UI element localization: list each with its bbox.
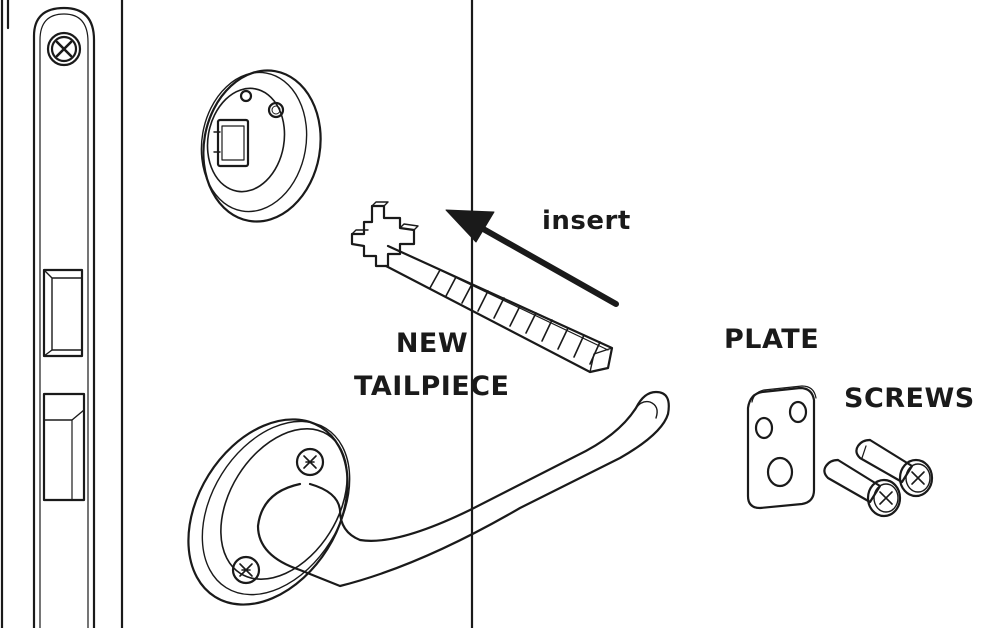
rosette-screw-icon <box>233 557 259 583</box>
new-label: NEW <box>395 328 469 359</box>
screw-lower <box>824 460 900 516</box>
plate-label: PLATE <box>724 324 820 355</box>
insert-arrow-icon <box>446 210 616 304</box>
mortise-faceplate <box>34 8 94 628</box>
new-tailpiece <box>352 202 612 372</box>
screws-label: SCREWS <box>844 383 975 414</box>
upper-rosette <box>191 61 333 231</box>
tailpiece-ridges <box>430 270 600 364</box>
insert-label: insert <box>542 206 631 236</box>
deadbolt-opening <box>44 270 82 356</box>
screw-upper <box>856 440 932 496</box>
mounting-plate <box>748 386 816 508</box>
latch-bolt <box>44 394 84 500</box>
spindle-hole <box>214 120 248 166</box>
rosette-screw-icon <box>297 449 323 475</box>
tailpiece-label: TAILPIECE <box>354 371 510 402</box>
faceplate-screw-icon <box>48 33 80 65</box>
lever-handle <box>156 390 669 628</box>
door-edge-lines <box>2 0 472 628</box>
